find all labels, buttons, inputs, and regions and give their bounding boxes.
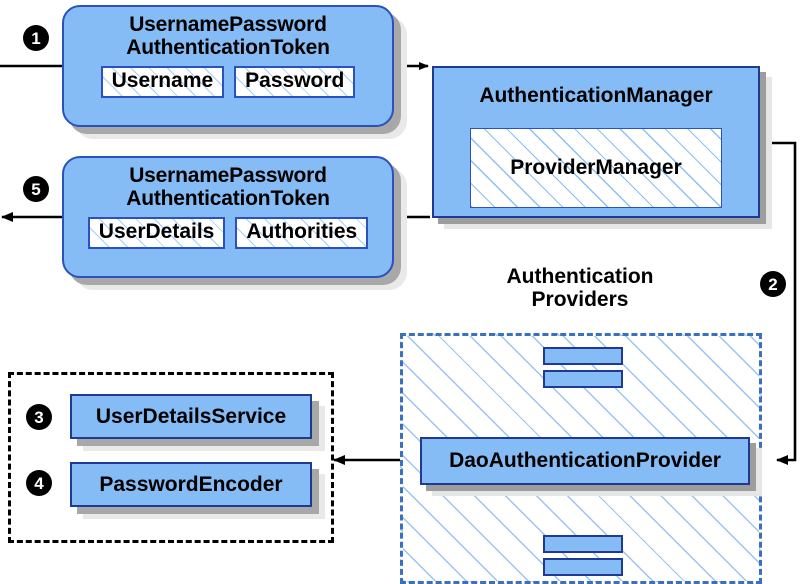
step-bullet-2: 2 <box>760 271 786 297</box>
provider-manager-label: ProviderManager <box>510 156 682 179</box>
authentication-providers-label-line2: Providers <box>531 288 629 312</box>
step-bullet-1: 1 <box>23 25 49 51</box>
step-bullet-3: 3 <box>26 404 52 430</box>
authentication-providers-label-line1: Authentication <box>506 265 654 288</box>
step-bullet-5: 5 <box>23 176 49 202</box>
request-token-slots: Username Password <box>100 66 356 99</box>
step-bullet-2-number: 2 <box>768 274 778 294</box>
slot-userdetails: UserDetails <box>87 217 226 250</box>
user-details-service-box: UserDetailsService <box>70 394 312 439</box>
response-token-slots: UserDetails Authorities <box>87 217 369 250</box>
provider-manager-box: ProviderManager <box>470 128 722 208</box>
provider-bar-top-2 <box>543 370 623 388</box>
beans-group <box>8 372 334 543</box>
response-token-title-line1: UsernamePassword <box>129 164 327 187</box>
arrow-manager-to-provider <box>760 141 797 465</box>
request-token-title-line2: AuthenticationToken <box>126 35 330 59</box>
step-bullet-3-number: 3 <box>34 407 44 427</box>
step-bullet-5-number: 5 <box>31 179 41 199</box>
request-token-title: UsernamePassword AuthenticationToken <box>126 13 330 59</box>
authentication-providers-label: Authentication Providers <box>430 265 730 311</box>
authentication-manager-label: AuthenticationManager <box>479 84 713 107</box>
password-encoder-box: PasswordEncoder <box>70 462 312 507</box>
response-token-title-line2: AuthenticationToken <box>126 186 330 210</box>
user-details-service-label: UserDetailsService <box>95 404 287 428</box>
authentication-manager-box: AuthenticationManager ProviderManager <box>432 66 760 218</box>
provider-bar-bottom-1 <box>543 535 623 553</box>
response-token-card: UsernamePassword AuthenticationToken Use… <box>62 156 394 278</box>
response-token-title: UsernamePassword AuthenticationToken <box>126 164 330 210</box>
dao-authentication-provider-label: DaoAuthenticationProvider <box>449 449 721 472</box>
password-encoder-label: PasswordEncoder <box>99 472 283 496</box>
request-token-card: UsernamePassword AuthenticationToken Use… <box>62 5 394 127</box>
step-bullet-1-number: 1 <box>31 28 41 48</box>
dao-authentication-provider-box: DaoAuthenticationProvider <box>420 437 750 485</box>
step-bullet-4-number: 4 <box>34 473 44 493</box>
step-bullet-4: 4 <box>26 470 52 496</box>
provider-bar-bottom-2 <box>543 558 623 576</box>
slot-password: Password <box>234 66 356 99</box>
slot-authorities: Authorities <box>235 217 369 250</box>
provider-bar-top-1 <box>543 347 623 365</box>
request-token-title-line1: UsernamePassword <box>129 13 327 36</box>
slot-username: Username <box>100 66 225 99</box>
